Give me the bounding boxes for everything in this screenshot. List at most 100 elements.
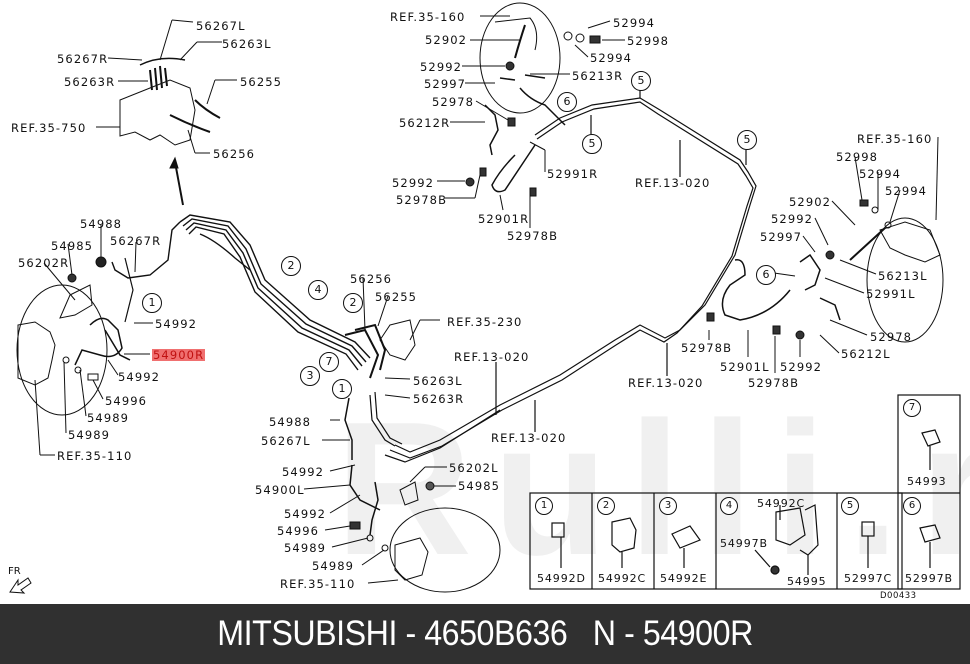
part-label[interactable]: 52992	[392, 176, 435, 190]
part-label[interactable]: 56202R	[18, 256, 70, 270]
part-label[interactable]: 56255	[375, 290, 418, 304]
part-label[interactable]: 52994	[590, 51, 633, 65]
part-label[interactable]: 56267L	[196, 19, 246, 33]
part-label[interactable]: 52997	[424, 77, 467, 91]
part-label[interactable]: 52991R	[547, 167, 599, 181]
part-label[interactable]: 52992	[780, 360, 823, 374]
part-label[interactable]: 52994	[859, 167, 902, 181]
part-label[interactable]: 52992	[420, 60, 463, 74]
ref-label[interactable]: REF.35-750	[11, 121, 87, 135]
part-label[interactable]: 56255	[240, 75, 283, 89]
part-label[interactable]: 56267L	[261, 434, 311, 448]
part-label[interactable]: 54985	[458, 479, 501, 493]
legend-part-code[interactable]: 52997C	[844, 572, 893, 585]
part-label[interactable]: 56267R	[57, 52, 109, 66]
part-label[interactable]: 56256	[350, 272, 393, 286]
ref-label[interactable]: REF.13-020	[628, 376, 704, 390]
banner-title: MITSUBISHI - 4650B636 N - 54900R	[217, 614, 753, 653]
ref-label[interactable]: REF.35-160	[857, 132, 933, 146]
part-label[interactable]: 54989	[68, 428, 111, 442]
ref-label[interactable]: REF.35-110	[57, 449, 133, 463]
part-label[interactable]: 52994	[613, 16, 656, 30]
front-direction-arrow	[9, 577, 32, 594]
center-junction	[344, 277, 440, 460]
part-label[interactable]: 52978	[432, 95, 475, 109]
part-label[interactable]: 56213R	[572, 69, 624, 83]
part-label[interactable]: 54996	[277, 524, 320, 538]
callout-circle[interactable]: 2	[343, 293, 363, 313]
part-label[interactable]: 56212L	[841, 347, 891, 361]
part-label[interactable]: 54989	[312, 559, 355, 573]
part-label[interactable]: 54900L	[255, 483, 305, 497]
part-label[interactable]: 52978B	[396, 193, 448, 207]
part-label[interactable]: 54996	[105, 394, 148, 408]
part-label[interactable]: 54988	[269, 415, 312, 429]
part-label[interactable]: 56263R	[64, 75, 116, 89]
callout-circle[interactable]: 5	[631, 71, 651, 91]
ref-label[interactable]: REF.35-160	[390, 10, 466, 24]
rear-right-brake	[437, 2, 625, 228]
legend-part-code[interactable]: 54993	[907, 475, 947, 488]
callout-circle[interactable]: 3	[300, 366, 320, 386]
ref-label[interactable]: REF.13-020	[635, 176, 711, 190]
part-label[interactable]: 56267R	[110, 234, 162, 248]
part-label[interactable]: 52901R	[478, 212, 530, 226]
part-label[interactable]: 56263L	[413, 374, 463, 388]
part-label[interactable]: 56212R	[399, 116, 451, 130]
part-label[interactable]: 54992	[155, 317, 198, 331]
highlighted-part-label[interactable]: 54900R	[152, 348, 206, 362]
part-label[interactable]: 56263R	[413, 392, 465, 406]
part-label[interactable]: 52901L	[720, 360, 770, 374]
callout-circle[interactable]: 7	[319, 352, 339, 372]
legend-part-code[interactable]: 54995	[787, 575, 827, 588]
part-label[interactable]: 52902	[789, 195, 832, 209]
legend-callout: 5	[841, 497, 859, 515]
rear-brake-pipe	[369, 90, 757, 463]
part-label[interactable]: 56256	[213, 147, 256, 161]
legend-part-code[interactable]: 54997B	[720, 537, 768, 550]
legend-part-code[interactable]: 54992D	[537, 572, 586, 585]
part-label[interactable]: 54989	[284, 541, 327, 555]
callout-circle[interactable]: 6	[557, 92, 577, 112]
part-label[interactable]: 52998	[627, 34, 670, 48]
part-label[interactable]: 52994	[885, 184, 928, 198]
ref-label[interactable]: REF.35-230	[447, 315, 523, 329]
legend-callout: 6	[903, 497, 921, 515]
callout-circle[interactable]: 1	[142, 293, 162, 313]
part-label[interactable]: 52992	[771, 212, 814, 226]
callout-circle[interactable]: 6	[756, 265, 776, 285]
part-label[interactable]: 54988	[80, 217, 123, 231]
rear-left-brake	[706, 136, 944, 373]
part-label[interactable]: 54992	[118, 370, 161, 384]
callout-circle[interactable]: 4	[308, 280, 328, 300]
part-label[interactable]: 52997	[760, 230, 803, 244]
part-label[interactable]: 56213L	[878, 269, 928, 283]
legend-part-code[interactable]: 52997B	[905, 572, 953, 585]
part-label[interactable]: 54989	[87, 411, 130, 425]
part-label[interactable]: 52998	[836, 150, 879, 164]
front-direction-label: FR	[8, 566, 21, 577]
part-label[interactable]: 52978	[870, 330, 913, 344]
part-label[interactable]: 54992	[282, 465, 325, 479]
ref-label[interactable]: REF.35-110	[280, 577, 356, 591]
callout-circle[interactable]: 5	[737, 130, 757, 150]
part-label[interactable]: 52978B	[748, 376, 800, 390]
part-label[interactable]: 54985	[51, 239, 94, 253]
callout-circle[interactable]: 2	[281, 256, 301, 276]
callout-circle[interactable]: 1	[332, 379, 352, 399]
legend-part-code[interactable]: 54992E	[660, 572, 708, 585]
part-label[interactable]: 56263L	[222, 37, 272, 51]
legend-part-code[interactable]: 54992C	[598, 572, 647, 585]
part-label[interactable]: 52991L	[866, 287, 916, 301]
part-label[interactable]: 52902	[425, 33, 468, 47]
callout-circle[interactable]: 5	[582, 134, 602, 154]
part-label[interactable]: 52978B	[681, 341, 733, 355]
legend-callout: 1	[535, 497, 553, 515]
part-label[interactable]: 56202L	[449, 461, 499, 475]
legend-part-code[interactable]: 54992C	[757, 497, 806, 510]
ref-label[interactable]: REF.13-020	[491, 431, 567, 445]
ref-label[interactable]: REF.13-020	[454, 350, 530, 364]
legend-callout: 3	[659, 497, 677, 515]
part-label[interactable]: 54992	[284, 507, 327, 521]
part-label[interactable]: 52978B	[507, 229, 559, 243]
